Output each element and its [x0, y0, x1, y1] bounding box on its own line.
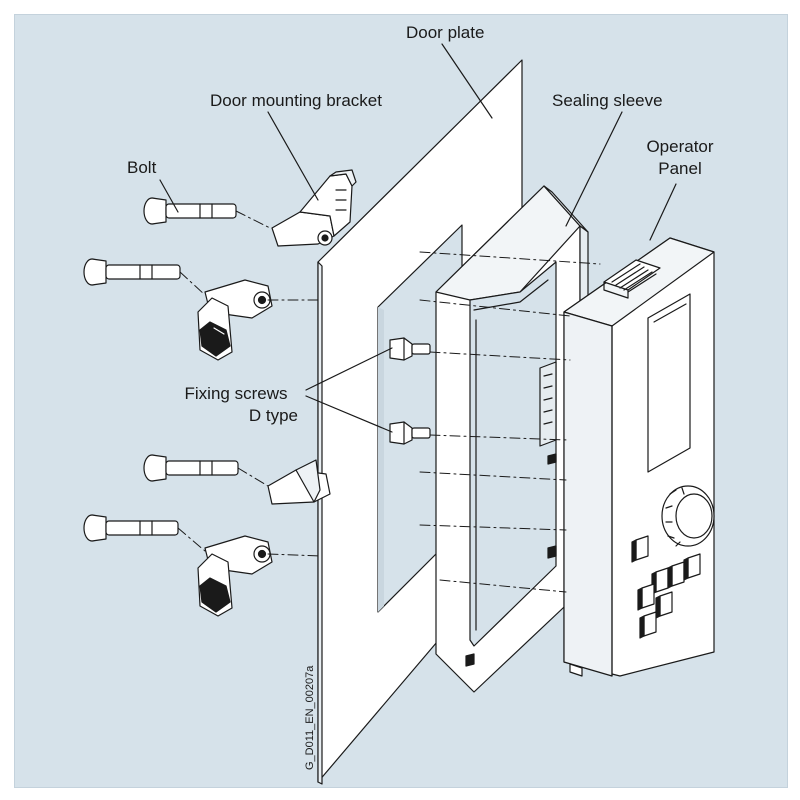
sealing-sleeve-label: Sealing sleeve	[552, 91, 663, 110]
door-mounting-bracket-label: Door mounting bracket	[210, 91, 382, 110]
operator-panel-keys	[631, 535, 701, 639]
bolt-3	[143, 454, 239, 482]
door-plate-label: Door plate	[406, 23, 485, 42]
fixing-screws-label: Fixing screws D type	[168, 383, 304, 427]
operator-panel	[563, 237, 715, 677]
door-mounting-bracket-lower-right	[267, 459, 331, 505]
operator-panel-label-line2: Panel	[658, 159, 702, 178]
document-id: G_D011_EN_00207a	[304, 665, 316, 770]
fixing-screw-lower	[389, 421, 431, 445]
operator-panel-label: Operator Panel	[640, 136, 720, 180]
fixing-screw-upper	[389, 337, 431, 361]
door-mounting-bracket-lower-left	[197, 535, 273, 617]
bolt-2	[83, 258, 181, 286]
door-mounting-bracket-upper-right	[271, 169, 357, 247]
label-leader-lines	[159, 43, 677, 433]
sealing-sleeve	[435, 185, 589, 693]
assembly-axis-lines	[177, 210, 601, 593]
operator-panel-knob	[661, 485, 715, 547]
bolt-label: Bolt	[127, 158, 157, 177]
bolt-4	[83, 514, 179, 542]
bolt-1	[143, 197, 237, 225]
fixing-screws-label-line2: D type	[248, 406, 298, 425]
door-mounting-bracket-upper-left	[197, 279, 273, 361]
fixing-screws-label-line1: Fixing screws	[184, 384, 288, 403]
operator-panel-label-line1: Operator	[646, 137, 714, 156]
